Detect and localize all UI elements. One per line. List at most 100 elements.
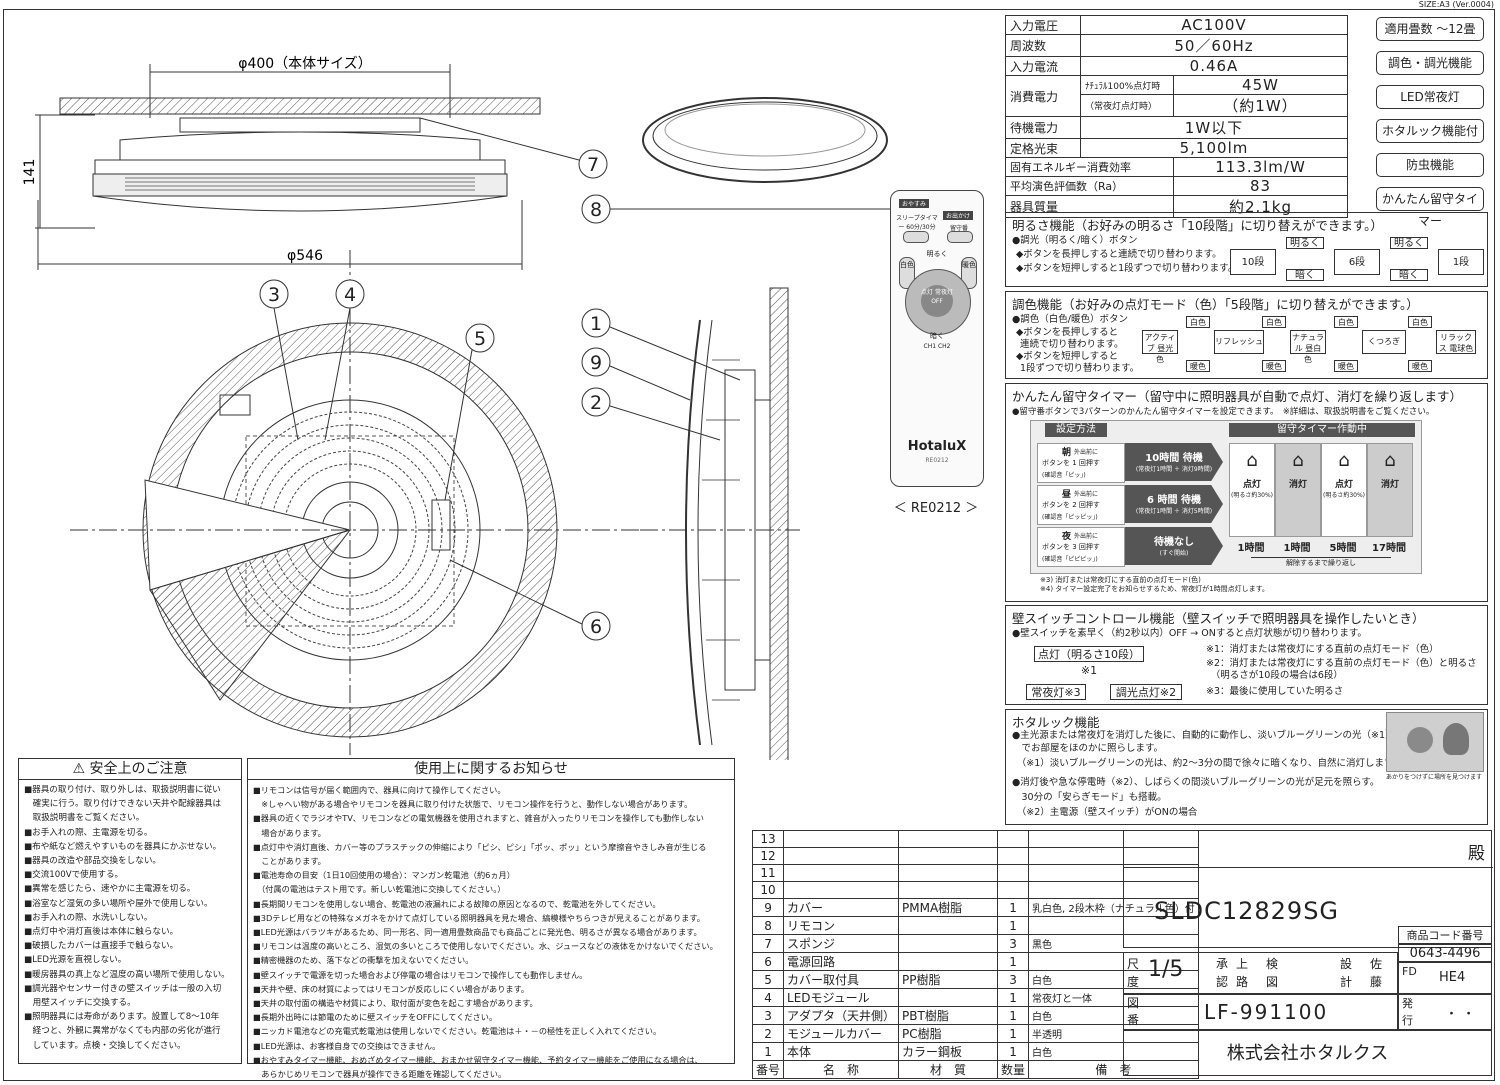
spec-value: 113.3lm/W <box>1173 157 1348 177</box>
spec-value: 50／60Hz <box>1080 34 1348 57</box>
remote-top-left-label: おやすみ <box>899 199 929 208</box>
bom-cell: 1 <box>751 1042 785 1061</box>
note-item: あらかじめリモコンで器具が操作できる距離を確認してください。 <box>253 1069 507 1080</box>
remote-bright-label: 明るく <box>926 250 948 258</box>
bom-cell <box>898 830 999 848</box>
bom-cell: 3 <box>997 970 1030 989</box>
bom-cell: 電源回路 <box>783 952 900 971</box>
color-warm-label: 暖色 <box>1186 360 1210 372</box>
timer-press: ボタンを 3 回押す <box>1042 543 1100 551</box>
spec-label: 周波数 <box>1005 34 1081 57</box>
callout-2: 2 <box>590 392 602 414</box>
bom-cell: 1 <box>997 1006 1030 1025</box>
hotaluck-line: ●消灯後や急な停電時（※2）、しばらくの間淡いブルーグリーンの光が足元を照らす。 <box>1012 777 1380 788</box>
safety-title: ⚠ 安全上のご注意 <box>19 759 241 780</box>
bom-cell: 1 <box>997 898 1030 917</box>
bom-cell <box>997 864 1030 882</box>
timer-row-night: 夜 外出前に ボタンを 3 回押す (確認音「ピピピッ」) <box>1037 527 1125 567</box>
note-item: しています。点検・交換してください。 <box>24 1040 186 1051</box>
note-item: ■LED光源は、お客様自身での交換はできません。 <box>253 1040 441 1051</box>
wall-box-night: 常夜灯※3 <box>1026 684 1086 700</box>
bom-cell: 10 <box>751 881 785 899</box>
note-item: 用壁スイッチに交換する。 <box>24 998 136 1009</box>
timer-pre: 外出前に <box>1074 449 1099 456</box>
designer-name: 佐藤 <box>1370 957 1383 989</box>
hotaluck-panel: ホタルック機能 ●主光源または常夜灯を消灯した後に、自動的に動作し、淡いブルーグ… <box>1005 709 1488 825</box>
wall-title: 壁スイッチコントロール機能（壁スイッチで照明器具を操作したいとき） <box>1012 611 1425 626</box>
bom-header-row: 番号名 称材 質数量備 考 <box>751 1060 1199 1079</box>
color-line: 連続で切り替わります。 <box>1020 339 1124 350</box>
spec-label: 待機電力 <box>1005 116 1081 139</box>
brightness-step-10: 10段 <box>1230 249 1276 275</box>
wall-note: ※1：消灯または常夜灯にする直前の点灯モード（色） <box>1206 644 1439 655</box>
remote-warm-button[interactable]: 暖色 <box>961 257 977 289</box>
callout-4: 4 <box>344 284 356 306</box>
remote-brand: HotaluX <box>907 439 967 454</box>
callout-3: 3 <box>268 284 280 306</box>
hotaluck-title: ホタルック機能 <box>1012 715 1100 730</box>
timer-phase-state: 点灯 <box>1242 480 1261 490</box>
note-item: ■電池寿命の目安（1日10回使用の場合）：マンガン乾電池（約6ヵ月） <box>253 870 515 881</box>
usage-title: 使用上に関するお知らせ <box>248 759 734 780</box>
bom-cell: 1 <box>997 952 1030 971</box>
note-item: ■器具の取り付け、取り外しは、取扱説明書に従い <box>24 785 221 795</box>
size-tag: SIZE:A3 (Ver.0004) <box>1418 0 1494 9</box>
dim-bottom-label: φ546 <box>287 248 323 264</box>
bom-cell: 9 <box>751 898 785 917</box>
bom-header-cell: 備 考 <box>1028 1060 1199 1079</box>
sleeping-person-icon <box>1407 727 1433 753</box>
remote-dark-label: 暗く <box>930 332 944 340</box>
drawing-no-label: 図番 <box>1127 996 1140 1027</box>
timer-when: 昼 <box>1062 490 1072 500</box>
brightness-line: ◆ボタンを短押しすると1段ずつで切り替わります。 <box>1016 263 1238 274</box>
wall-note: ※2：消灯または常夜灯にする直前の点灯モード（色）と明るさ <box>1206 658 1477 669</box>
brightness-step-1: 1段 <box>1438 249 1484 275</box>
note-item: ※しゃへい物がある場合やリモコンを器具に取り付けた状態で、リモコン操作を行うと、… <box>253 799 693 810</box>
remote-sleep-button[interactable] <box>903 231 929 243</box>
bom-cell: 2 <box>751 1024 785 1043</box>
timer-run-head: 留守タイマー作動中 <box>1229 423 1415 437</box>
spec-sub: （常夜灯点灯時） <box>1080 94 1174 117</box>
timer-beep: (確認音「ピッピッ」) <box>1042 514 1098 521</box>
timer-phase-hours: 17時間 <box>1372 543 1406 554</box>
remote-caption: ＜ RE0212 ＞ <box>893 501 979 516</box>
timer-beep: (確認音「ピッ」) <box>1042 472 1086 479</box>
dim-top-label: φ400（本体サイズ） <box>238 56 372 72</box>
bom-cell <box>997 847 1030 865</box>
note-item: ■お手入れの際、主電源を切る。 <box>24 827 153 838</box>
bom-cell <box>783 830 900 848</box>
timer-pre: 外出前に <box>1074 533 1099 540</box>
spec-label: 入力電圧 <box>1005 15 1081 35</box>
timer-row-noon: 昼 外出前に ボタンを 2 回押す (確認音「ピッピッ」) <box>1037 485 1125 525</box>
remote-away-button[interactable] <box>947 231 973 243</box>
timer-beep: (確認音「ピピピッ」) <box>1042 556 1098 563</box>
note-item: ■お手入れの際、水洗いしない。 <box>24 912 153 923</box>
badge-insect: 防虫機能 <box>1376 153 1484 177</box>
note-item: ■器具の近くでラジオやTV、リモコンなどの電気機器を使用されますと、雑音が入った… <box>253 813 704 824</box>
callout-8: 8 <box>590 199 602 221</box>
note-item: ■照明器具には寿命があります。設置して8～10年 <box>24 1012 220 1023</box>
remote-center-button[interactable]: 点灯 常夜灯 OFF <box>921 285 953 317</box>
badge-tatami: 適用畳数 ～12畳 <box>1376 17 1484 41</box>
bom-header-cell: 番号 <box>751 1060 785 1079</box>
note-item: ■異常を感じたら、速やかに主電源を切る。 <box>24 884 196 895</box>
brightness-line: ●調光（明るく/暗く）ボタン <box>1012 235 1138 246</box>
spec-label: 平均演色評価数（Ra） <box>1005 176 1174 196</box>
house-icon: ⌂ <box>1246 450 1258 471</box>
timer-title: かんたん留守タイマー（留守中に照明器具が自動で点灯、消灯を繰り返します） <box>1012 389 1463 404</box>
note-item: ■壁スイッチで電源を切った場合および停電の場合はリモコンで操作しても動作しません… <box>253 969 588 980</box>
bom-row: 13 <box>751 830 1199 848</box>
house-icon: ⌂ <box>1384 450 1396 471</box>
issue-value: ・ ・ <box>1445 1007 1476 1022</box>
timer-panel: かんたん留守タイマー（留守中に照明器具が自動で点灯、消灯を繰り返します） ●留守… <box>1005 383 1488 602</box>
bom-cell <box>783 847 900 865</box>
bom-cell: PBT樹脂 <box>898 1006 999 1025</box>
timer-phase-hours: 1時間 <box>1283 543 1311 554</box>
brightness-panel: 明るさ機能（お好みの明るさ「10段階」に切り替えができます。） ●調光（明るく/… <box>1005 212 1488 287</box>
hotaluck-line: 30分の「安らぎモード」も搭載。 <box>1012 792 1167 803</box>
spec-value: 83 <box>1173 176 1348 196</box>
drawing-no: LF-991100 <box>1204 1000 1329 1024</box>
color-white-label: 白色 <box>1186 316 1210 328</box>
remote-ch-switch[interactable]: CH1 CH2 <box>923 343 951 350</box>
safety-title-text: 安全上のご注意 <box>89 761 188 777</box>
